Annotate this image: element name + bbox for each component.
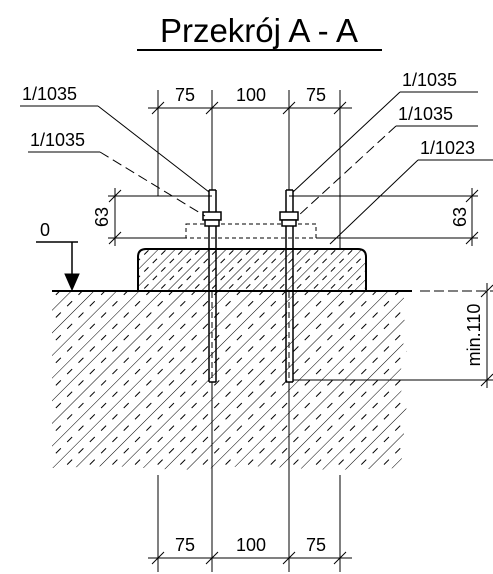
foundation-block: [137, 248, 367, 292]
label-left-top: 1/1035: [22, 84, 77, 104]
left-height-dimension: [108, 188, 212, 246]
label-right-second: 1/1035: [398, 104, 453, 124]
level-label: 0: [40, 220, 50, 240]
dim-bottom-75-left: 75: [175, 535, 195, 555]
dim-embed-min110: min.110: [464, 304, 484, 367]
label-left-second: 1/1035: [30, 130, 85, 150]
embed-depth-dimension: [293, 283, 493, 388]
dim-top-75-right: 75: [306, 85, 326, 105]
section-title: Przekrój A - A: [160, 12, 358, 49]
level-marker-icon: [36, 241, 80, 292]
dim-top-75-left: 75: [175, 85, 195, 105]
base-plate: [185, 223, 317, 239]
dim-top-100: 100: [236, 85, 266, 105]
bottom-dimension-chain: [148, 551, 352, 565]
right-height-dimension: [289, 188, 479, 246]
leader-lines: [20, 91, 493, 245]
dim-left-63: 63: [92, 207, 112, 227]
dim-bottom-100: 100: [236, 535, 266, 555]
anchor-bolt-left: [202, 189, 222, 383]
label-right-third: 1/1023: [420, 138, 475, 158]
label-right-top: 1/1035: [402, 70, 457, 90]
top-dimension-chain: [148, 101, 352, 115]
dim-right-63: 63: [450, 207, 470, 227]
soil-mass: [52, 291, 407, 470]
dim-bottom-75-right: 75: [306, 535, 326, 555]
extension-lines: [157, 90, 341, 572]
